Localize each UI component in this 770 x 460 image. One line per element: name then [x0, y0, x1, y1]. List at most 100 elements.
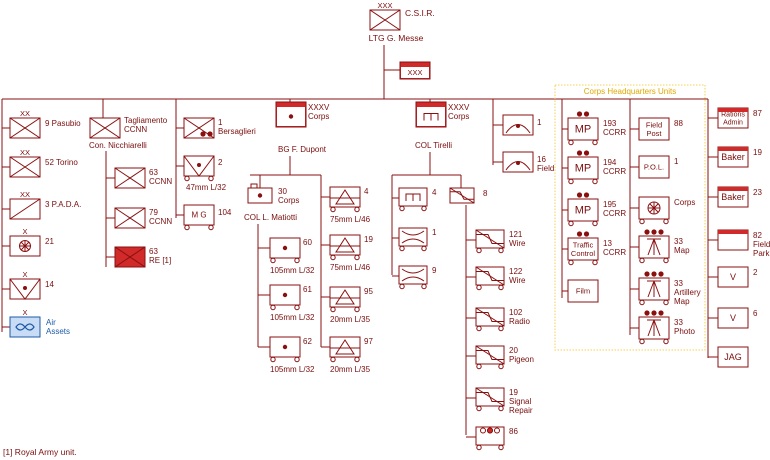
signal-unit-symbol: [475, 266, 505, 291]
signal-icon: [475, 266, 505, 286]
wheel-icon: [639, 257, 645, 264]
unit-frame: [717, 307, 749, 329]
unit-inner-label: P.O.L.: [644, 163, 664, 172]
wheel-icon: [184, 175, 190, 182]
unit-frame: [567, 237, 599, 261]
unit-label: Tagliamento: [124, 116, 168, 125]
unit-label: Wire: [509, 276, 526, 285]
echelon-dot-icon: [658, 229, 664, 235]
unit-label: 105mm L/32: [270, 313, 315, 322]
anti-tank-unit-symbol: [329, 234, 361, 261]
support-unit-symbol: JAG: [717, 346, 749, 368]
wheel-icon: [354, 306, 360, 313]
anti-aircraft-icon: [516, 124, 520, 128]
unit-label: 33: [674, 279, 683, 288]
hq-unit-symbol: Film: [567, 279, 599, 303]
echelon-dot-icon: [480, 427, 486, 434]
echelon-label: X: [22, 270, 27, 279]
echelon-dot-icon: [658, 310, 664, 316]
infantry-icon: [114, 207, 146, 229]
infantry-icon: [369, 9, 401, 31]
artillery-icon: [282, 344, 288, 350]
wheel-icon: [663, 257, 669, 264]
echelon-label: XXXV: [448, 103, 470, 112]
echelon-dot-icon: [583, 111, 590, 117]
unit-label: 20mm L/35: [330, 315, 371, 324]
artillery-unit-symbol: [269, 284, 301, 311]
footnote: [1] Royal Army unit.: [3, 447, 77, 457]
wheel-icon: [476, 284, 482, 291]
echelon-dot-icon: [651, 271, 657, 277]
unit-label: Corps: [674, 198, 695, 207]
unit-frame: [638, 117, 670, 141]
hq-unit-symbol: MP: [567, 111, 599, 146]
transport-icon: [649, 203, 659, 213]
echelon-label: XXXV: [308, 103, 330, 112]
unit-label: 16: [537, 155, 546, 164]
wheel-icon: [498, 405, 504, 412]
echelon-dot-icon: [644, 310, 650, 316]
unit-frame: [567, 117, 599, 141]
matiotti-commander: COL L. Matiotti: [244, 213, 297, 222]
wheel-icon: [568, 259, 574, 266]
anti-tank-icon: [197, 163, 201, 167]
hq-unit-symbol: [638, 271, 670, 306]
unit-label: 63: [149, 168, 158, 177]
survey-icon: [653, 238, 661, 256]
unit-label: 60: [303, 238, 312, 247]
hq-unit-symbol: P.O.L.: [638, 155, 670, 179]
unit-inner-label: Control: [571, 249, 596, 258]
echelon-label: X: [22, 227, 27, 236]
unit-inner-label: Rations: [721, 111, 745, 118]
unit-label: Artillery: [674, 288, 701, 297]
wheel-icon: [20, 241, 30, 251]
unit-label: 9: [432, 266, 437, 275]
unit-label: 33: [674, 237, 683, 246]
wheel-icon: [592, 178, 598, 185]
unit-label: Corps: [448, 112, 469, 121]
echelon-dot-icon: [576, 150, 583, 156]
unit-label: 6: [753, 309, 758, 318]
anti-tank-icon: [335, 289, 355, 305]
unit-label: 30: [278, 187, 287, 196]
csir-hq-symbol: [399, 61, 431, 80]
unit-label: 75mm L/46: [330, 215, 371, 224]
anti-tank-icon: [335, 339, 355, 355]
wheel-icon: [294, 356, 300, 363]
tirelli-symbol: [415, 101, 447, 128]
engineer-unit-symbol: [398, 227, 428, 252]
survey-icon: [647, 280, 655, 298]
unit-label: 20mm L/35: [330, 365, 371, 374]
connector-lines: [1, 45, 718, 438]
echelon-dot-icon: [644, 229, 650, 235]
support-unit-symbol: [717, 229, 749, 251]
support-unit-symbol: V: [717, 307, 749, 329]
unit-label: Park: [753, 249, 770, 258]
wheel-icon: [330, 254, 336, 261]
survey-icon: [647, 238, 655, 256]
wheel-icon: [354, 206, 360, 213]
hq-units-group: [554, 84, 706, 351]
unit-label: Assets: [46, 327, 70, 336]
division-symbol: XX: [9, 148, 41, 178]
wheel-icon: [568, 178, 574, 185]
unit-frame: [567, 279, 599, 303]
wheel-icon: [498, 444, 504, 451]
wheel-icon: [421, 245, 427, 252]
hq-unit-symbol: [638, 196, 670, 225]
wheel-icon: [330, 306, 336, 313]
unit-inner-label: JAG: [724, 352, 742, 362]
echelon-dot-icon: [487, 427, 493, 434]
wheel-icon: [639, 299, 645, 306]
wheel-icon: [592, 220, 598, 227]
unit-label: 13: [603, 239, 612, 248]
csir-name: C.S.I.R.: [405, 8, 435, 18]
anti-tank-unit-symbol: [329, 186, 361, 213]
artillery-icon: [257, 193, 263, 198]
signal-unit-symbol: [475, 229, 505, 254]
bersaglieri-symbol: [183, 117, 215, 139]
survey-icon: [647, 319, 655, 337]
wheel-icon: [294, 304, 300, 311]
